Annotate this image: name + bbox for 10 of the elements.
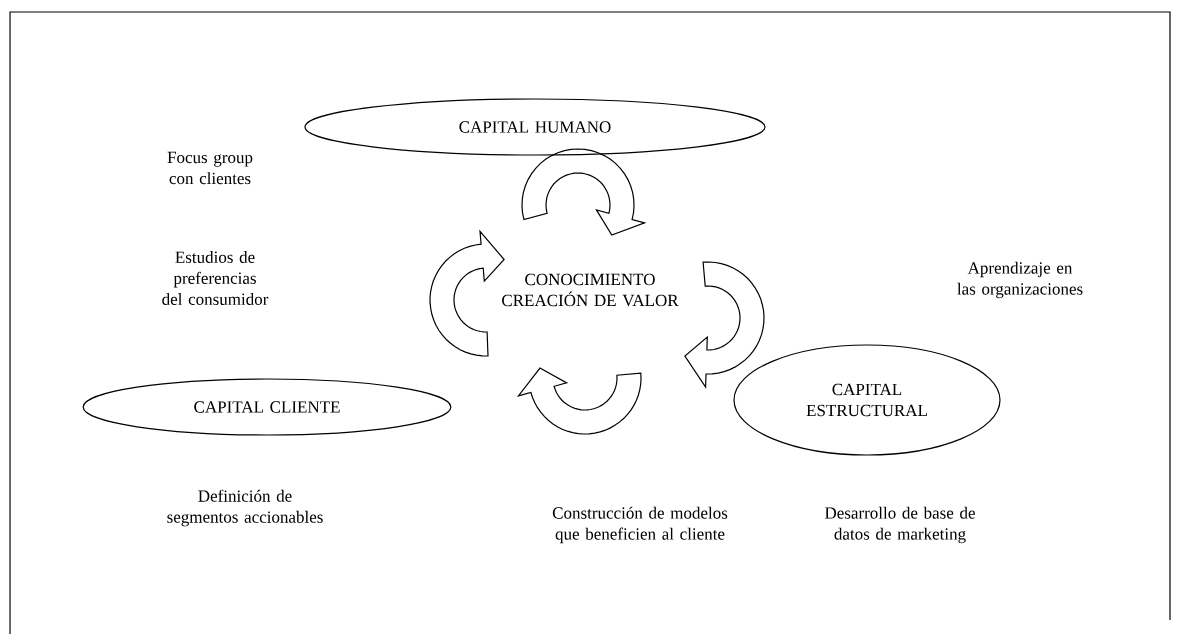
note-text: Definición de segmentos accionables	[167, 489, 323, 527]
ellipse-node: CAPITAL HUMANO	[304, 98, 766, 156]
note-text: Focus group con clientes	[167, 151, 253, 185]
note-text: Construcción de modelos que beneficien al cliente	[552, 506, 728, 544]
ellipse-node: CAPITAL CLIENTE	[82, 378, 452, 436]
note-text: Aprendizaje en las organizaciones	[957, 261, 1083, 299]
note-text: Estudios de preferencias del consumidor	[162, 251, 269, 305]
ellipse-node: CAPITAL ESTRUCTURAL	[733, 344, 1001, 456]
note-text: Desarrollo de base de datos de marketing	[824, 506, 975, 544]
note-text: CONOCIMIENTO CREACIÓN DE VALOR	[502, 273, 679, 307]
